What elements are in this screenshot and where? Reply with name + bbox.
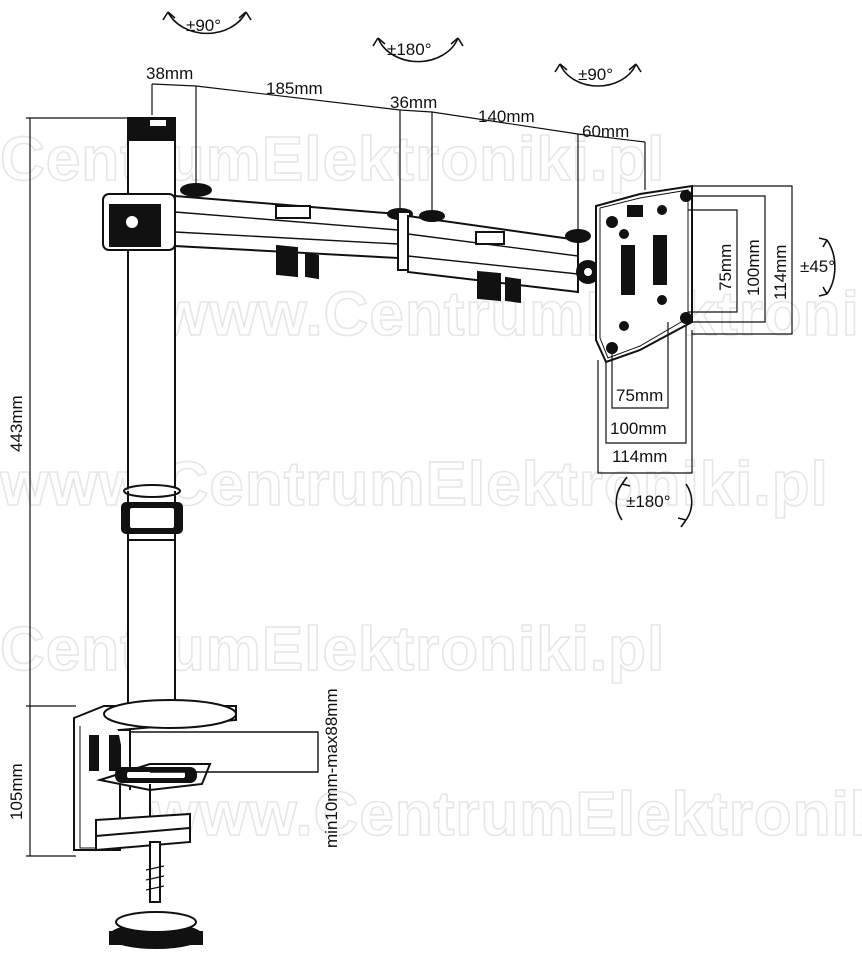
vesa-v-75: 75mm xyxy=(716,244,735,291)
head-swivel-label: ±90° xyxy=(578,65,613,84)
rotation-indicators xyxy=(162,11,836,528)
watermark-1: CentrumElektroniki.pl xyxy=(0,125,665,194)
vesa-plate xyxy=(595,184,693,364)
rotation-labels: ±90° ±180° ±90° ±45° ±180° xyxy=(186,16,835,511)
arm-dim-185: 185mm xyxy=(266,79,323,98)
desk-clamp xyxy=(73,699,237,949)
monitor-arm xyxy=(102,183,600,304)
tilt-indicator xyxy=(818,237,836,297)
arm-dim-140: 140mm xyxy=(478,107,535,126)
arm-dim-38: 38mm xyxy=(146,64,193,83)
height-dimension-labels: 443mm 105mm min10mm-max88mm xyxy=(7,395,341,848)
watermark-4: CentrumElektroniki.pl xyxy=(0,615,665,684)
watermark-layer: CentrumElektroniki.pl www.CentrumElektro… xyxy=(0,124,862,850)
pole-height-label: 443mm xyxy=(7,395,26,452)
vesa-h-100: 100mm xyxy=(610,419,667,438)
pole-swivel-indicator xyxy=(162,11,252,35)
tilt-label: ±45° xyxy=(800,257,835,276)
head-swivel-indicator xyxy=(554,63,642,87)
arm-dim-36: 36mm xyxy=(390,93,437,112)
arm-dim-60: 60mm xyxy=(582,122,629,141)
desk-thickness-label: min10mm-max88mm xyxy=(322,688,341,848)
vesa-h-114: 114mm xyxy=(612,447,667,466)
arm-swivel-label: ±180° xyxy=(387,40,432,59)
rotation-label: ±180° xyxy=(626,492,671,511)
vesa-v-100: 100mm xyxy=(744,239,763,296)
vesa-vertical-labels: 75mm 100mm 114mm xyxy=(716,239,790,300)
height-dimension-lines xyxy=(26,117,128,857)
vesa-h-75: 75mm xyxy=(616,386,663,405)
vesa-horizontal-labels: 75mm 100mm 114mm xyxy=(610,386,667,466)
vesa-horizontal-dimensions xyxy=(597,322,693,474)
rotation-indicator xyxy=(615,476,693,528)
vesa-v-114: 114mm xyxy=(771,245,790,300)
pole-swivel-label: ±90° xyxy=(186,16,221,35)
vesa-vertical-dimensions xyxy=(688,185,793,335)
desk-section xyxy=(130,731,319,773)
arm-dimension-lines xyxy=(151,83,646,235)
arm-dimension-labels: 38mm 185mm 36mm 140mm 60mm xyxy=(146,64,629,141)
watermark-5: www.CentrumElektroniki.pl xyxy=(149,780,862,849)
arm-swivel-indicator xyxy=(372,37,464,63)
clamp-height-label: 105mm xyxy=(7,763,26,820)
